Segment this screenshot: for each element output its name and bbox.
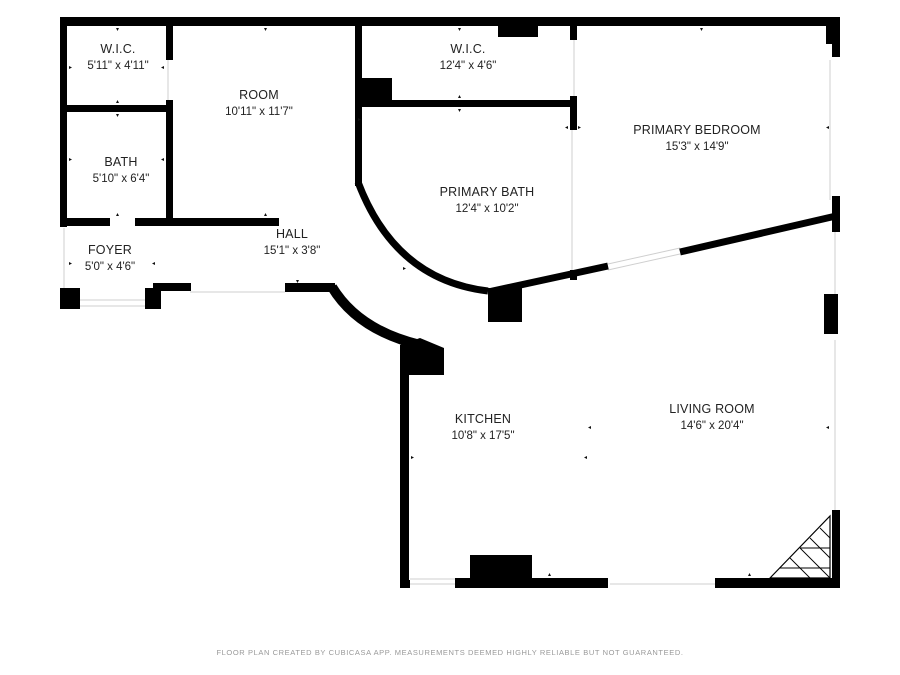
room-label-hall: HALL 15'1" x 3'8" bbox=[264, 227, 321, 257]
room-name: LIVING ROOM bbox=[669, 402, 755, 416]
room-name: PRIMARY BEDROOM bbox=[633, 123, 761, 137]
room-dimensions: 5'0" x 4'6" bbox=[85, 261, 135, 273]
room-name: HALL bbox=[276, 227, 308, 241]
room-dimensions: 15'1" x 3'8" bbox=[264, 245, 321, 257]
room-name: PRIMARY BATH bbox=[440, 185, 535, 199]
room-dimensions: 12'4" x 10'2" bbox=[455, 203, 518, 215]
room-label-primary-bedroom: PRIMARY BEDROOM 15'3" x 14'9" bbox=[633, 123, 761, 153]
room-name: W.I.C. bbox=[100, 42, 135, 56]
exterior-walls bbox=[60, 17, 840, 588]
room-dimensions: 10'11" x 11'7" bbox=[225, 106, 293, 118]
measurement-ticks bbox=[69, 28, 829, 576]
curved-walls bbox=[327, 180, 837, 375]
room-name: BATH bbox=[104, 155, 137, 169]
room-label-wic-1: W.I.C. 5'11" x 4'11" bbox=[87, 42, 148, 72]
room-dimensions: 12'4" x 4'6" bbox=[440, 60, 497, 72]
room-label-living-room: LIVING ROOM 14'6" x 20'4" bbox=[669, 402, 755, 432]
room-label-foyer: FOYER 5'0" x 4'6" bbox=[85, 243, 135, 273]
room-label-kitchen: KITCHEN 10'8" x 17'5" bbox=[451, 412, 514, 442]
fireplace-icon bbox=[768, 514, 831, 579]
room-dimensions: 10'8" x 17'5" bbox=[451, 430, 514, 442]
room-name: KITCHEN bbox=[455, 412, 511, 426]
room-dimensions: 14'6" x 20'4" bbox=[680, 420, 743, 432]
opening-lines bbox=[63, 40, 836, 585]
footer-disclaimer: FLOOR PLAN CREATED BY CUBICASA APP. MEAS… bbox=[216, 648, 683, 657]
room-label-primary-bath: PRIMARY BATH 12'4" x 10'2" bbox=[440, 185, 535, 215]
room-label-room: ROOM 10'11" x 11'7" bbox=[225, 88, 293, 118]
room-name: W.I.C. bbox=[450, 42, 485, 56]
room-dimensions: 5'11" x 4'11" bbox=[87, 60, 148, 72]
room-label-bath: BATH 5'10" x 6'4" bbox=[93, 155, 150, 185]
room-dimensions: 5'10" x 6'4" bbox=[93, 173, 150, 185]
room-label-wic-2: W.I.C. 12'4" x 4'6" bbox=[440, 42, 497, 72]
room-name: FOYER bbox=[88, 243, 132, 257]
room-dimensions: 15'3" x 14'9" bbox=[665, 141, 728, 153]
room-name: ROOM bbox=[239, 88, 279, 102]
